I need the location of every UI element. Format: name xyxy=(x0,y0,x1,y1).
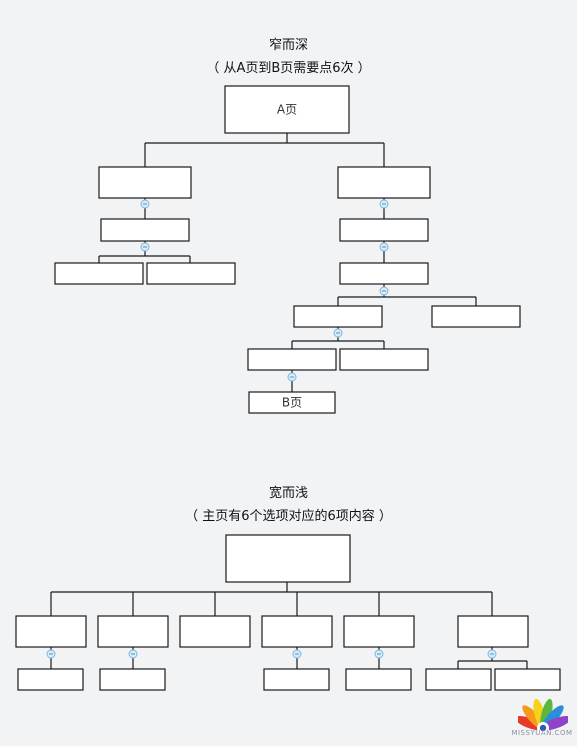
link-wide-root-children xyxy=(50,582,493,616)
deep-root-box-label: A页 xyxy=(277,103,297,117)
deep-target-box xyxy=(248,391,336,414)
deep-right-l1-box xyxy=(337,166,431,199)
wide-child-box-2 xyxy=(97,615,169,648)
wide-grandchild-box-2 xyxy=(99,668,166,691)
deep-left-leaf-1 xyxy=(54,262,144,285)
collapse-toggle-icon[interactable] xyxy=(333,328,343,338)
wide-title: 宽而浅 xyxy=(268,486,308,501)
collapse-toggle-icon[interactable] xyxy=(374,649,384,659)
collapse-toggle-icon[interactable] xyxy=(292,649,302,659)
deep-subtitle: （ 从A页到B页需要点6次 ） xyxy=(206,61,371,76)
deep-right-l5-box xyxy=(247,348,337,371)
deep-left-leaf-2 xyxy=(146,262,236,285)
wide-grandchild-box-1 xyxy=(17,668,84,691)
wide-subtitle: （ 主页有6个选项对应的6项内容 ） xyxy=(185,509,392,524)
link-root-branches xyxy=(144,133,385,167)
wide-child-box-1 xyxy=(15,615,87,648)
wide-root-box xyxy=(225,534,351,583)
collapse-toggle-icon[interactable] xyxy=(379,199,389,209)
deep-right-l2-box xyxy=(339,218,429,242)
deep-root-box xyxy=(224,85,350,134)
wide-child-box-5 xyxy=(343,615,415,648)
deep-right-l5-side-box xyxy=(339,348,429,371)
link-right-l3-l4 xyxy=(337,284,477,306)
collapse-toggle-icon[interactable] xyxy=(379,242,389,252)
wide-child-box-6 xyxy=(457,615,529,648)
wide-child-box-3 xyxy=(179,615,251,648)
collapse-toggle-icon[interactable] xyxy=(140,242,150,252)
deep-left-l2-box xyxy=(100,218,190,242)
deep-target-box-label: B页 xyxy=(282,396,302,410)
collapse-toggle-icon[interactable] xyxy=(487,649,497,659)
deep-right-l4-box xyxy=(293,305,383,328)
deep-title: 窄而深 xyxy=(268,38,308,53)
deep-right-l4-side-box xyxy=(431,305,521,328)
collapse-toggle-icon[interactable] xyxy=(46,649,56,659)
collapse-toggle-icon[interactable] xyxy=(379,286,389,296)
watermark-text: MISSYUAN.COM xyxy=(511,729,573,737)
wide-grandchild-box-4 xyxy=(345,668,412,691)
deep-left-l1-box xyxy=(98,166,192,199)
collapse-toggle-icon[interactable] xyxy=(140,199,150,209)
wide-child-box-4 xyxy=(261,615,333,648)
deep-right-l3-box xyxy=(339,262,429,285)
wide-grandchild-box-3 xyxy=(263,668,330,691)
wide-grandchild-box-6 xyxy=(494,668,561,691)
peacock-logo-icon xyxy=(518,698,568,734)
wide-grandchild-box-5 xyxy=(425,668,492,691)
collapse-toggle-icon[interactable] xyxy=(128,649,138,659)
collapse-toggle-icon[interactable] xyxy=(287,372,297,382)
